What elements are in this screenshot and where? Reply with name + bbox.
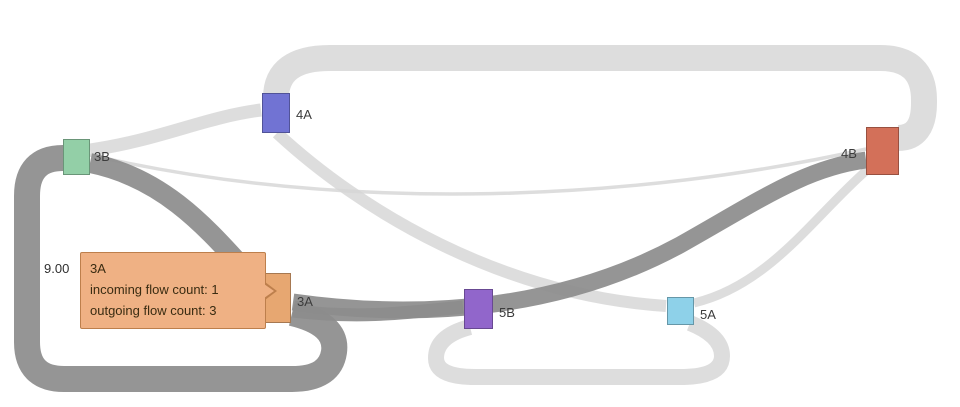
ribbon-3a-4b[interactable] — [291, 151, 868, 319]
tooltip-incoming-count: incoming flow count: 1 — [90, 282, 219, 297]
node-label-3a: 3A — [297, 294, 313, 309]
tooltip-title: 3A — [90, 261, 106, 276]
node-4b[interactable] — [866, 127, 899, 175]
ribbon-4a-5a[interactable] — [272, 128, 667, 312]
ribbon-3a-5b[interactable] — [292, 300, 464, 322]
node-5a[interactable] — [667, 297, 694, 325]
edge-value-label: 9.00 — [44, 261, 70, 276]
ribbon-3a-3b-loop[interactable] — [14, 145, 348, 392]
node-3b[interactable] — [63, 139, 90, 175]
node-label-3b: 3B — [94, 149, 110, 164]
node-label-4a: 4A — [296, 107, 312, 122]
ribbon-5a-4b[interactable] — [692, 166, 870, 308]
node-label-5b: 5B — [499, 305, 515, 320]
node-5b[interactable] — [464, 289, 493, 329]
node-label-4b: 4B — [841, 146, 857, 161]
node-label-5a: 5A — [700, 307, 716, 322]
ribbon-4b-4a-loop[interactable] — [263, 45, 937, 151]
node-tooltip: 3A incoming flow count: 1 outgoing flow … — [80, 252, 266, 329]
ribbon-5b-5a-loop[interactable] — [428, 315, 730, 385]
node-4a[interactable] — [262, 93, 290, 133]
ribbon-3b-4a[interactable] — [89, 103, 262, 157]
tooltip-outgoing-count: outgoing flow count: 3 — [90, 303, 217, 318]
ribbon-3b-4b[interactable] — [89, 147, 867, 196]
